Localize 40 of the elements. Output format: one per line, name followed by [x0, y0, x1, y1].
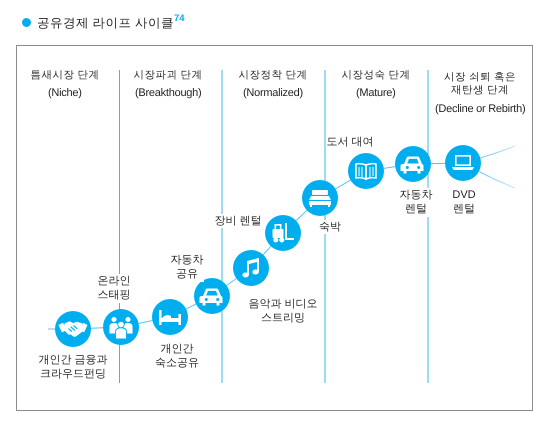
connector-line	[186, 304, 196, 310]
music-note-icon	[233, 250, 269, 286]
stage-subheading: (Mature)	[356, 86, 396, 100]
book-icon	[348, 153, 384, 189]
stage-heading: 틈새시장 단계	[30, 69, 100, 83]
stage-subheading: (Decline or Rebirth)	[435, 102, 526, 116]
connector-line	[138, 320, 153, 324]
car-icon	[194, 278, 230, 314]
milestone-label: 숙박	[319, 220, 341, 234]
milestone-label: 개인간 금융과 크라우드펀딩	[38, 352, 108, 382]
laptop-icon	[445, 145, 481, 181]
connector-line	[90, 327, 104, 329]
bed-icon	[152, 299, 188, 335]
handshake-icon	[55, 311, 91, 347]
car-icon	[395, 146, 431, 182]
milestone-label: 개인간 숙소공유	[154, 342, 200, 371]
milestone-label: 자동차 렌털	[399, 188, 433, 217]
stage-heading: 시장정착 단계	[238, 69, 308, 83]
connector-line	[383, 166, 396, 169]
connector-line	[48, 328, 56, 330]
connector-line	[478, 170, 516, 188]
milestone-label: 도서 대여	[326, 134, 374, 150]
connector-line	[480, 146, 516, 158]
stage-subheading: (Breakthough)	[135, 86, 202, 100]
connector-line	[335, 180, 351, 190]
diagram-title: 공유경제 라이프 사이클$^{74}$	[37, 16, 185, 30]
stage-subheading: (Normalized)	[243, 86, 303, 100]
connector-line	[262, 246, 272, 256]
milestone-label: 온라인 스태핑	[97, 274, 131, 303]
connector-line	[296, 210, 308, 222]
stage-subheading: (Niche)	[48, 86, 82, 100]
forklift-icon	[265, 215, 301, 251]
people-icon	[103, 309, 139, 345]
milestone-label: 자동차 공유	[170, 252, 204, 282]
milestone-label: 음악과 비디오 스트리밍	[248, 296, 318, 326]
connector-line	[226, 278, 237, 286]
stage-heading: 시장성숙 단계	[342, 69, 410, 83]
bed-icon	[302, 180, 338, 216]
milestone-label: 장비 렌털	[214, 214, 262, 228]
connector-line	[430, 162, 446, 164]
